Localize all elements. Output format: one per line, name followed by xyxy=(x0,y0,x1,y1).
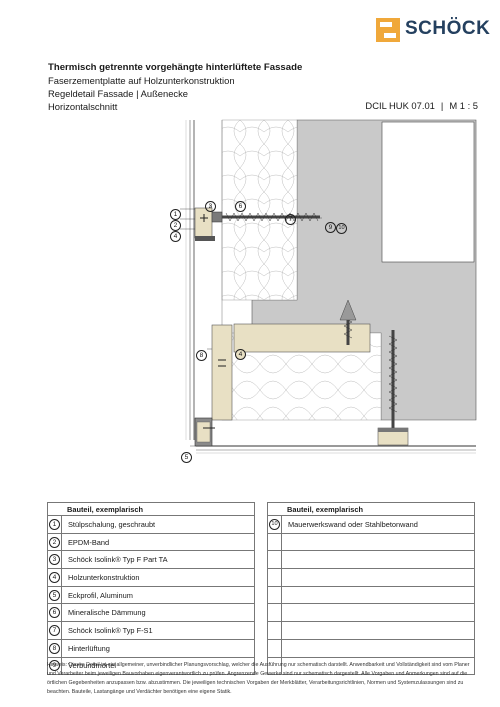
wall-opening xyxy=(381,121,475,263)
callout-10: 10 xyxy=(336,216,347,234)
scale-label: M 1 : 5 xyxy=(449,100,478,111)
legend-row xyxy=(267,550,475,570)
legend-row xyxy=(267,603,475,623)
legend-row xyxy=(267,638,475,658)
callout-7: 7 xyxy=(285,208,296,226)
legend-row xyxy=(267,568,475,587)
document-subtitle: Faserzementplatte auf Holzunterkonstrukt… xyxy=(48,75,235,86)
callout-5: 5 xyxy=(181,446,192,464)
disclaimer-note: Hinweis: Dieses Detail ist ein allgemein… xyxy=(47,662,470,695)
logo-mark-icon xyxy=(376,18,400,42)
legend-row xyxy=(267,621,475,640)
reference-code: DCIL HUK 07.01 xyxy=(365,100,435,111)
callout-4b: 4 xyxy=(235,343,246,361)
document-reference: DCIL HUK 07.01 | M 1 : 5 xyxy=(365,100,478,111)
legend-header-right: Bauteil, exemplarisch xyxy=(267,502,475,516)
legend-row xyxy=(267,532,475,552)
legend-row xyxy=(267,656,475,676)
schoeck-logo: SCHÖCK xyxy=(376,17,490,43)
callout-4: 4 xyxy=(170,225,181,243)
reference-separator: | xyxy=(440,100,444,111)
timber-batten-horizontal xyxy=(233,323,371,353)
callout-6: 6 xyxy=(235,195,246,213)
logo-wordmark: SCHÖCK xyxy=(405,18,491,39)
callout-8: 8 xyxy=(196,344,207,362)
document-detail: Regeldetail Fassade | Außenecke xyxy=(48,88,189,99)
timber-batten-vertical xyxy=(211,324,233,421)
legend-row xyxy=(267,585,475,605)
document-title: Thermisch getrennte vorgehängte hinterlü… xyxy=(48,62,303,73)
document-section-type: Horizontalschnitt xyxy=(48,101,118,112)
legend-header-left: Bauteil, exemplarisch xyxy=(47,502,255,516)
callout-1: 1 xyxy=(170,203,181,221)
callout-3: 3 xyxy=(205,195,216,213)
callout-2: 2 xyxy=(170,214,181,232)
section-drawing xyxy=(180,119,477,454)
isolink-connector-upper xyxy=(195,236,215,241)
callout-9: 9 xyxy=(325,216,336,234)
